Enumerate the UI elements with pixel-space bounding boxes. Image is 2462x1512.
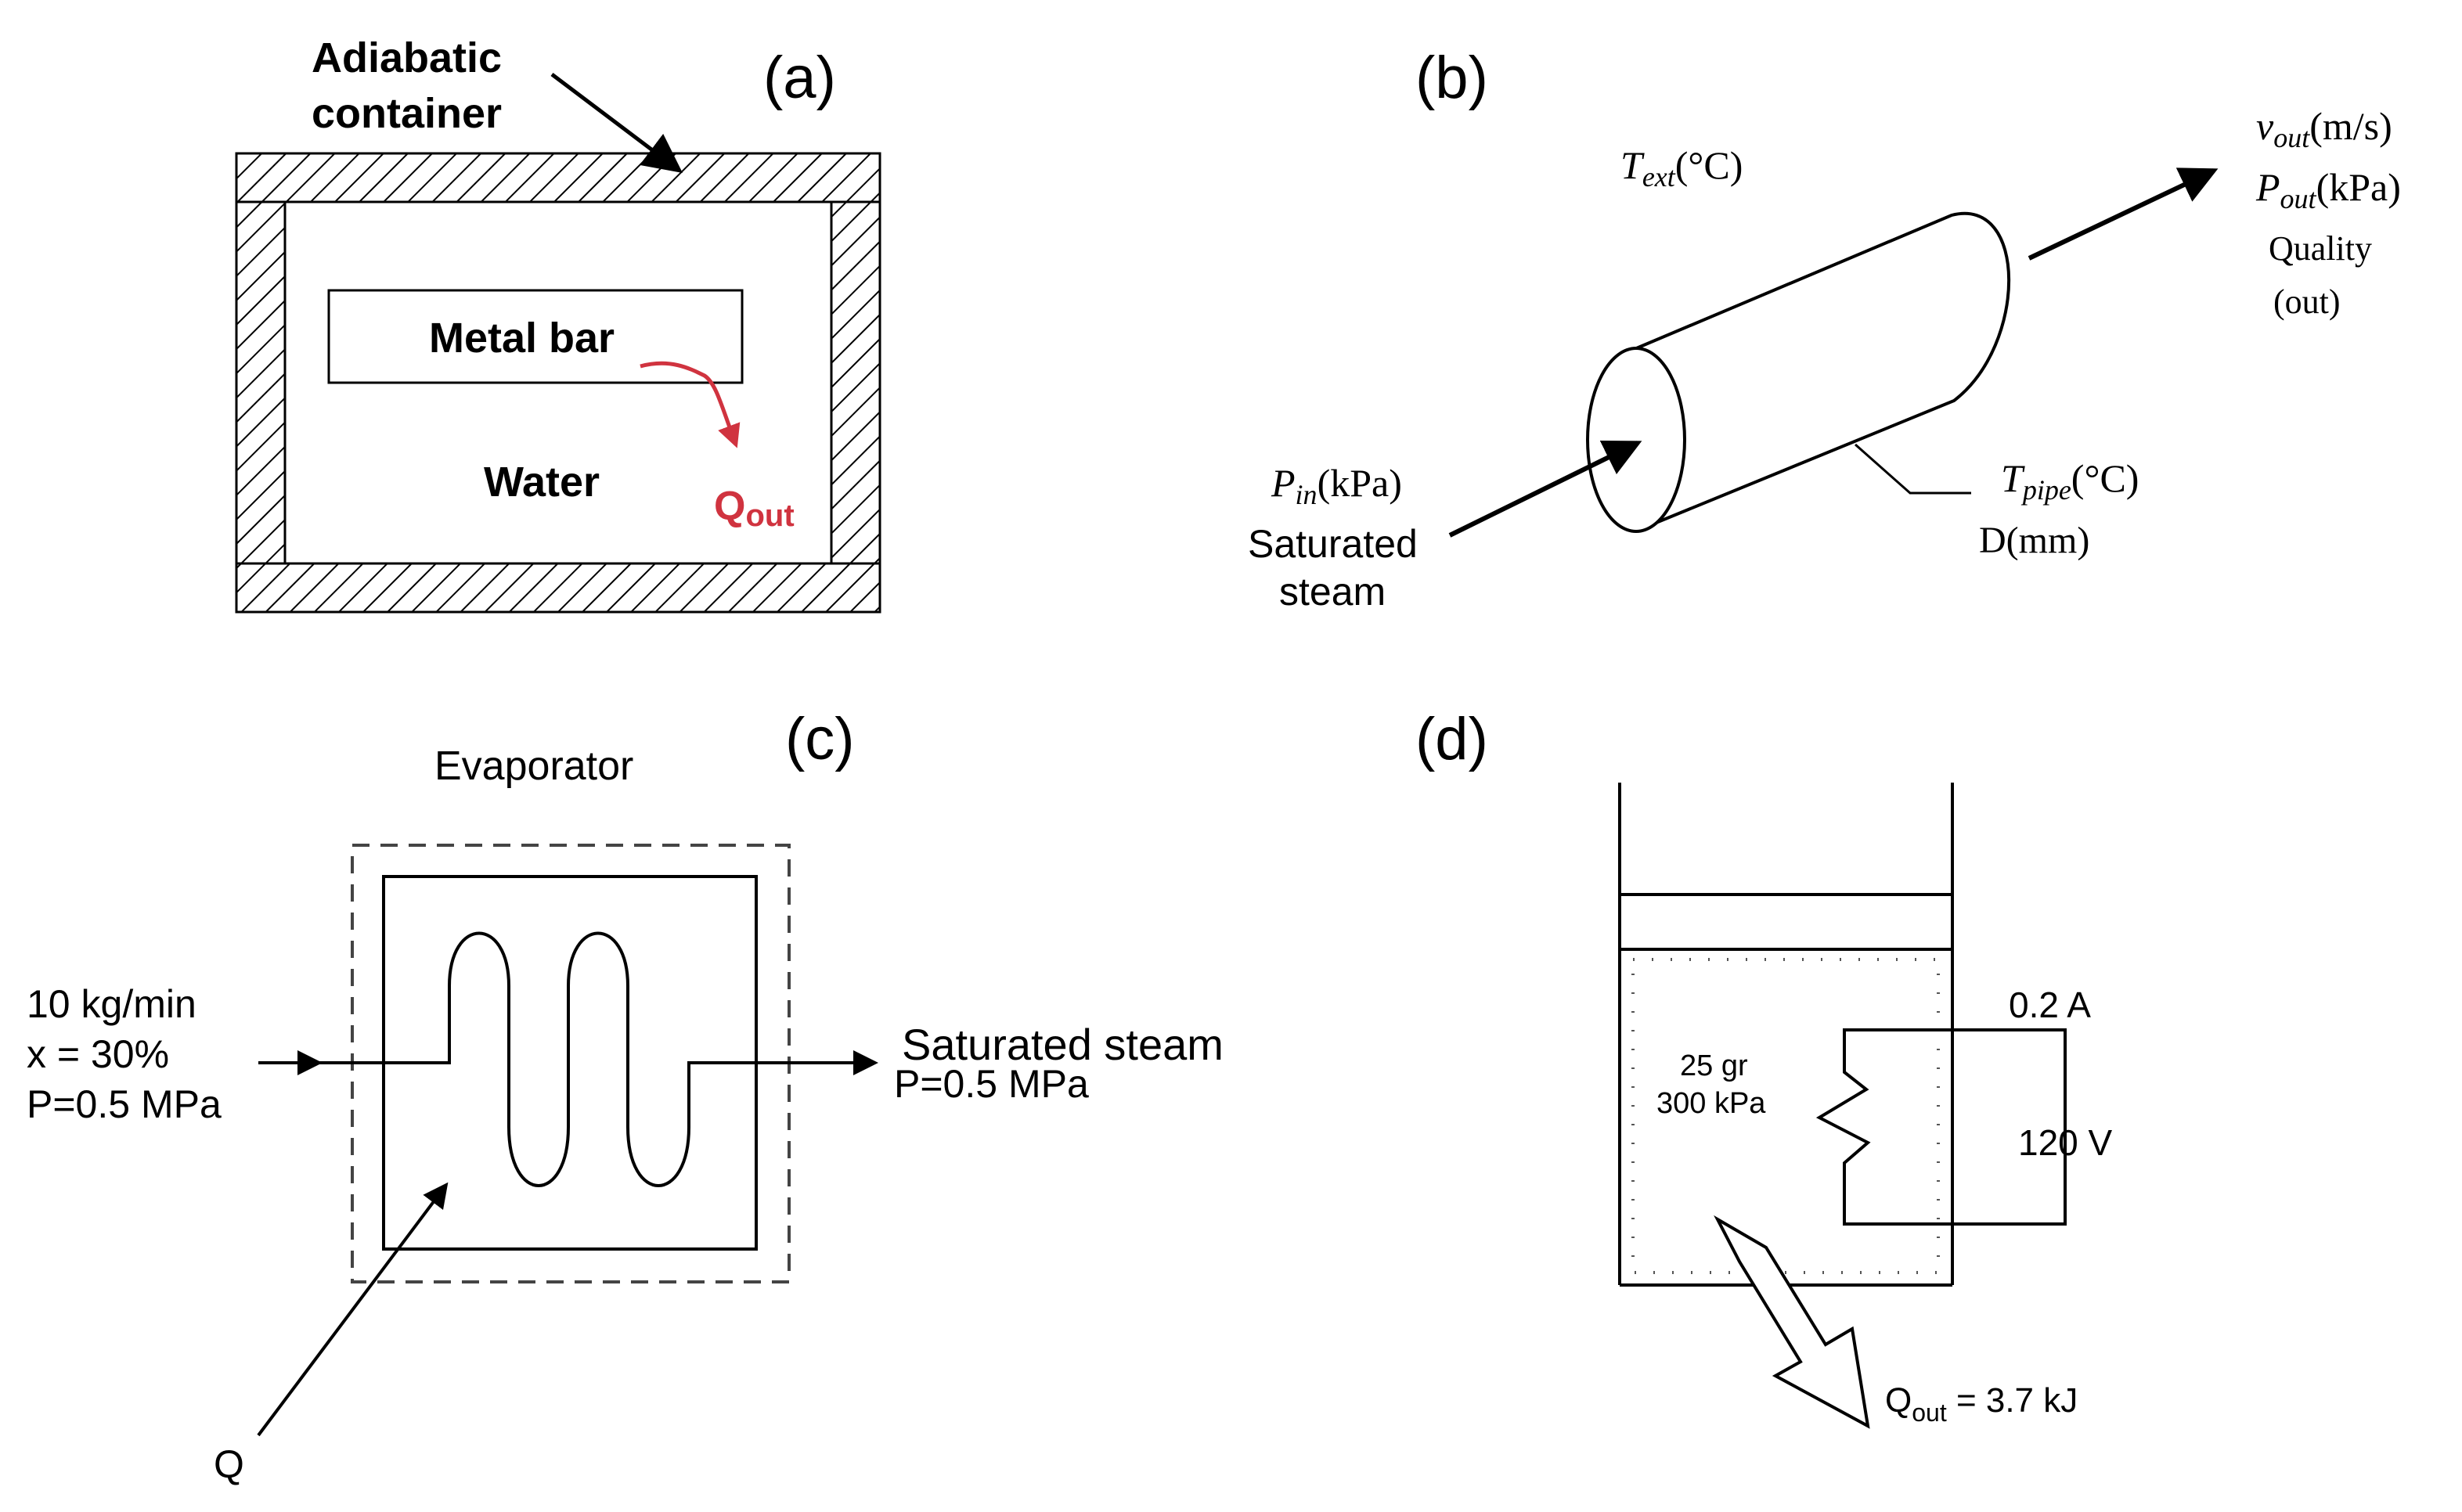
inlet-pressure-label: Pin(kPa) [1271,461,1402,510]
panel-d: (d) 25 gr 300 kPa 0.2 A 120 V Qout = 3.7… [1415,706,2113,1429]
inlet-pressure: P=0.5 MPa [27,1082,222,1126]
outlet-velocity-label: vout(m/s) [2256,104,2392,153]
pipe-temperature-leader [1855,443,1971,495]
gas-pressure: 300 kPa [1656,1087,1766,1120]
container-pointer-arrow [550,73,683,174]
inlet-flow-rate: 10 kg/min [27,982,196,1026]
gas-mass: 25 gr [1680,1049,1748,1082]
metal-bar-label: Metal bar [429,315,615,362]
evaporator-title: Evaporator [434,743,633,789]
panel-b: (b) Text(°C) vout(m/s) Pout(kPa) Quality… [1248,45,2401,614]
container-wall-right [830,200,881,565]
heat-input-label: Q [214,1442,244,1486]
outlet-pressure: P=0.5 MPa [894,1062,1089,1106]
resistor-circuit [1815,1028,2067,1226]
current-label: 0.2 A [2009,985,2091,1025]
pipe-temperature-label: Tpipe(°C) [2001,456,2139,506]
pipe-diameter-label: D(mm) [1979,520,2089,561]
inlet-quality: x = 30% [27,1032,169,1076]
container-label-line2: container [312,90,502,137]
inlet-arrow [1448,440,1642,538]
water-label: Water [484,459,600,506]
outlet-quality-sub: (out) [2273,283,2341,321]
inlet-state-line2: steam [1279,570,1386,614]
outlet-state: Saturated steam [902,1020,1224,1069]
heat-out-label: Qout [714,484,795,533]
gas-region [1631,958,1940,1274]
outlet-quality-label: Quality [2269,229,2372,268]
heat-input-arrow [257,1182,449,1437]
heat-out-value: Qout = 3.7 kJ [1885,1381,2078,1427]
piston [1618,893,1954,951]
container-wall-left [235,200,287,565]
container-label-line1: Adiabatic [312,34,502,81]
container-wall-bottom [235,562,881,614]
voltage-label: 120 V [2018,1122,2113,1163]
panel-a: (a) Adiabatic container Metal bar Water … [235,34,881,614]
pipe-body [1634,211,2011,532]
panel-c: (c) Evaporator 10 kg/min x = 30% P=0.5 M… [27,706,1224,1486]
inlet-state-line1: Saturated [1248,522,1418,566]
metal-bar [327,289,744,384]
external-temperature-label: Text(°C) [1620,143,1743,193]
heat-out-arrow [640,361,741,448]
evaporator-coil [258,931,873,1187]
panel-a-tag: (a) [763,45,836,111]
heat-out-block-arrow [1714,1215,1870,1429]
panel-b-tag: (b) [1415,45,1488,111]
container-wall-top [235,152,881,203]
panel-c-tag: (c) [785,706,855,772]
panel-d-tag: (d) [1415,706,1488,772]
pipe-inlet-face [1586,347,1686,533]
outlet-arrow [2028,167,2219,261]
outlet-pressure-label: Pout(kPa) [2255,165,2401,214]
